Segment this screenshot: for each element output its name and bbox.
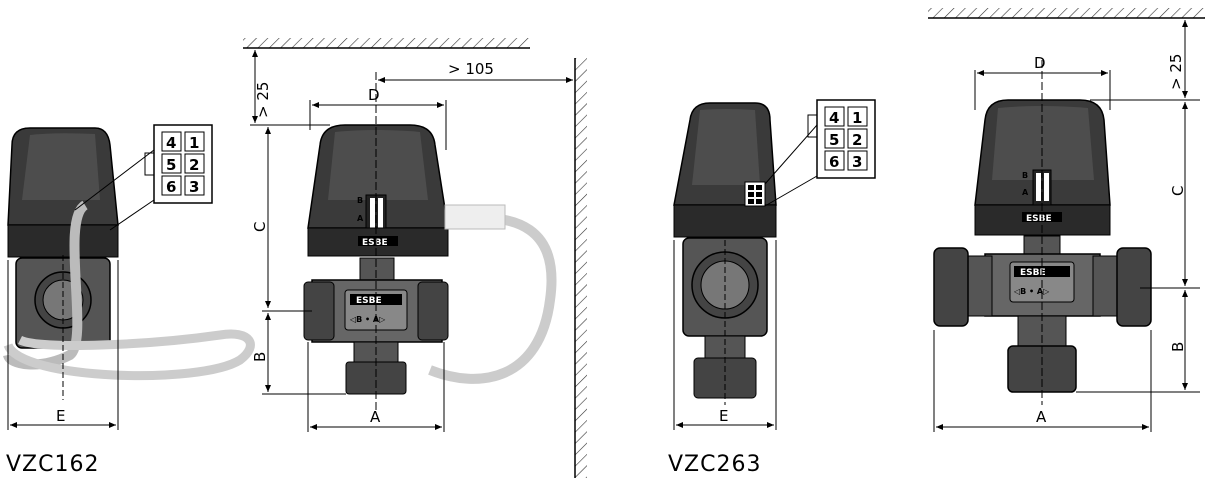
- vzc263-side-view: 4 1 5 2 6 3 E: [673, 99, 876, 430]
- front-dim-d: D: [368, 86, 380, 104]
- rear-dim-a: A: [1036, 408, 1047, 426]
- connector-pin-4: 4: [166, 134, 176, 152]
- connector2-pin-1: 1: [852, 109, 862, 127]
- connector-pin-5: 5: [166, 156, 176, 174]
- rear-body-logo: ESBE: [1020, 268, 1046, 278]
- front-actuator-logo: ESBE: [362, 238, 388, 248]
- connector-pin-6: 6: [166, 178, 176, 196]
- rear-port-b-mark: B: [1022, 171, 1028, 180]
- rear-actuator-logo: ESBE: [1026, 214, 1052, 224]
- front-body-logo: ESBE: [356, 296, 382, 306]
- rear-dim-c: C: [1169, 186, 1187, 196]
- front-dim-c: C: [251, 222, 269, 232]
- connector2-pin-5: 5: [829, 131, 839, 149]
- connector-pin-1: 1: [189, 134, 199, 152]
- front-dim-gt105: > 105: [448, 60, 494, 78]
- rear-dim-gt25: > 25: [1167, 54, 1185, 90]
- front-port-a-mark: A: [357, 214, 364, 223]
- front-dim-b: B: [251, 352, 269, 362]
- rear-dim-d: D: [1034, 54, 1046, 72]
- vzc263-front-view: B A ESBE ESBE ◁B • A▷ > 25 D: [928, 8, 1205, 432]
- front-dim-a: A: [370, 408, 381, 426]
- front-dim-gt25: > 25: [254, 82, 272, 118]
- vzc162-side-view: 4 1 5 2 6 3 E: [3, 124, 255, 430]
- connector2-pin-2: 2: [852, 131, 862, 149]
- rear-dim-b: B: [1169, 342, 1187, 352]
- connector2-pin-6: 6: [829, 153, 839, 171]
- rear-flow-mark: ◁B • A▷: [1013, 287, 1050, 296]
- caption-vzc162: VZC162: [6, 452, 100, 477]
- dim-e-label: E: [56, 407, 65, 425]
- front-port-b-mark: B: [357, 196, 363, 205]
- connector2-pin-4: 4: [829, 109, 839, 127]
- connector2-pin-3: 3: [852, 153, 862, 171]
- vzc162-front-view: B A ESBE ESBE ◁B • A▷ > 25 > 105: [243, 38, 587, 478]
- connector-pin-3: 3: [189, 178, 199, 196]
- caption-vzc263: VZC263: [668, 452, 762, 477]
- side2-dim-e: E: [719, 407, 728, 425]
- rear-port-a-mark: A: [1022, 188, 1029, 197]
- connector-pin-2: 2: [189, 156, 199, 174]
- front-flow-mark: ◁B • A▷: [349, 315, 386, 324]
